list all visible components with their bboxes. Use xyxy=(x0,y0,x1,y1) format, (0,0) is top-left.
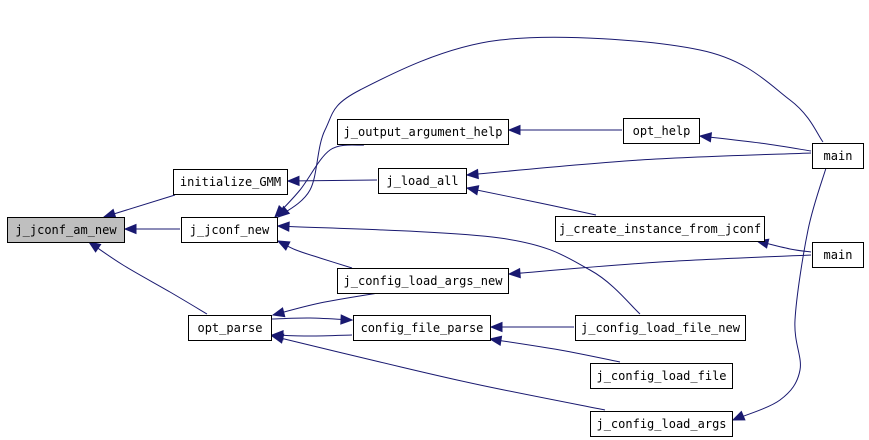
edge-line xyxy=(277,36,824,218)
arrow-head xyxy=(489,321,503,333)
edge-main_2-to-j_config_load_args_new xyxy=(507,254,812,279)
node-box xyxy=(590,411,733,437)
edge-line xyxy=(277,240,353,269)
node-label: j_load_all xyxy=(386,174,458,188)
node-label: j_create_instance_from_jconf xyxy=(559,222,761,236)
edge-initialize_GMM-to-j_jconf_am_new xyxy=(102,194,176,219)
node-label: opt_help xyxy=(633,124,691,138)
node-j-output-argument-help[interactable]: j_output_argument_help xyxy=(337,119,509,145)
node-box xyxy=(353,315,491,341)
edge-line xyxy=(271,317,353,321)
node-box xyxy=(7,217,125,243)
arrow-head xyxy=(270,333,285,344)
node-label: j_config_load_args_new xyxy=(344,274,504,288)
arrow-head xyxy=(465,185,480,196)
node-box xyxy=(188,315,272,341)
node-label: opt_parse xyxy=(197,321,262,335)
node-box xyxy=(173,169,288,195)
arrow-head xyxy=(276,240,291,251)
edge-j_config_load_file_new-to-j_jconf_new xyxy=(276,221,641,315)
edge-line xyxy=(277,225,641,315)
node-j-jconf-new[interactable]: j_jconf_new xyxy=(181,217,278,243)
arrow-head xyxy=(271,307,286,318)
node-label: j_config_load_file xyxy=(596,369,726,383)
node-j-config-load-file-new[interactable]: j_config_load_file_new xyxy=(575,315,746,341)
node-label: main xyxy=(824,248,853,262)
node-j-create-instance-from-jconf[interactable]: j_create_instance_from_jconf xyxy=(555,216,765,242)
edge-main_1-to-opt_help xyxy=(698,132,812,152)
edge-main_1-to-j_config_load_args xyxy=(731,167,827,421)
edge-line xyxy=(287,179,378,182)
edge-line xyxy=(88,241,208,315)
edge-line xyxy=(271,335,606,411)
edge-line xyxy=(466,152,812,176)
edge-line xyxy=(699,135,812,152)
edge-line xyxy=(103,194,176,218)
node-box xyxy=(812,143,864,169)
edge-j_config_load_args_new-to-opt_parse xyxy=(271,292,379,318)
node-main-2[interactable]: main xyxy=(812,242,864,268)
node-label: j_config_load_file_new xyxy=(581,321,741,335)
node-box xyxy=(337,268,509,294)
node-j-config-load-args[interactable]: j_config_load_args xyxy=(590,411,733,437)
node-label: j_output_argument_help xyxy=(344,125,503,139)
arrow-head xyxy=(276,205,291,218)
node-box xyxy=(555,216,765,242)
edge-opt_parse-to-j_jconf_am_new xyxy=(87,241,208,315)
arrow-head xyxy=(488,335,503,346)
node-box xyxy=(623,118,700,144)
node-box xyxy=(575,315,746,341)
node-j-jconf-am-new[interactable]: j_jconf_am_new xyxy=(7,217,125,243)
node-opt-parse[interactable]: opt_parse xyxy=(188,315,272,341)
arrow-head xyxy=(286,175,300,187)
edge-j_config_load_file_new-to-config_file_parse xyxy=(489,321,574,333)
arrow-head xyxy=(698,132,713,143)
arrow-head xyxy=(123,223,137,235)
arrow-head xyxy=(465,168,479,180)
arrow-head xyxy=(340,314,354,325)
edge-j_config_load_file-to-config_file_parse xyxy=(488,335,621,363)
edge-j_load_all-to-initialize_GMM xyxy=(286,175,378,187)
node-j-load-all[interactable]: j_load_all xyxy=(378,168,467,194)
edge-main_1-to-j_jconf_new xyxy=(276,36,824,218)
edge-opt_parse-to-config_file_parse xyxy=(271,314,354,325)
edge-line xyxy=(489,338,621,363)
edge-line xyxy=(272,292,379,316)
node-box xyxy=(181,217,278,243)
node-label: main xyxy=(824,149,853,163)
edge-line xyxy=(732,167,827,421)
node-main-1[interactable]: main xyxy=(812,143,864,169)
edge-j_create_instance_from_jconf-to-j_load_all xyxy=(465,185,597,216)
edge-j_config_load_args-to-opt_parse xyxy=(270,333,606,411)
edge-opt_help-to-j_output_argument_help xyxy=(507,124,622,136)
edge-line xyxy=(466,187,597,216)
node-box xyxy=(337,119,509,145)
edge-j_config_load_args_new-to-j_jconf_new xyxy=(276,240,353,269)
node-config-file-parse[interactable]: config_file_parse xyxy=(353,315,491,341)
arrow-head xyxy=(276,221,290,232)
edge-main_2-to-j_create_instance_from_jconf xyxy=(755,238,812,253)
edge-main_1-to-j_load_all xyxy=(465,152,812,180)
arrow-head xyxy=(507,124,521,136)
edge-line xyxy=(508,254,812,275)
node-label: initialize_GMM xyxy=(180,175,281,189)
node-box xyxy=(378,168,467,194)
arrow-head xyxy=(731,410,746,421)
node-label: j_jconf_am_new xyxy=(15,223,117,237)
graph-nodes: j_jconf_am_newinitialize_GMMj_jconf_newo… xyxy=(7,118,864,437)
edge-j_jconf_new-to-j_jconf_am_new xyxy=(123,223,180,235)
node-box xyxy=(590,363,733,389)
node-box xyxy=(812,242,864,268)
arrow-head xyxy=(507,267,521,279)
node-j-config-load-file[interactable]: j_config_load_file xyxy=(590,363,733,389)
node-label: j_jconf_new xyxy=(190,223,270,237)
arrow-head xyxy=(102,208,117,219)
node-j-config-load-args-new[interactable]: j_config_load_args_new xyxy=(337,268,509,294)
node-initialize-GMM[interactable]: initialize_GMM xyxy=(173,169,288,195)
arrow-head xyxy=(87,241,102,253)
node-label: config_file_parse xyxy=(361,321,484,335)
node-label: j_config_load_args xyxy=(596,417,726,431)
node-opt-help[interactable]: opt_help xyxy=(623,118,700,144)
